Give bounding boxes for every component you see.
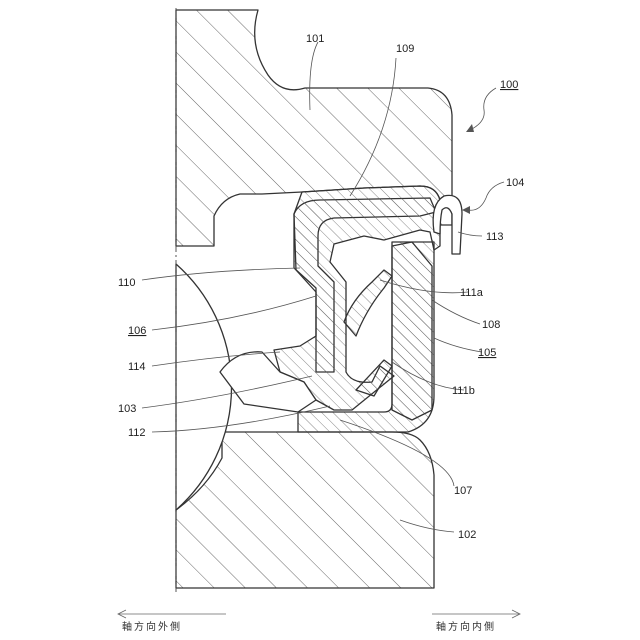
label-101: 101 [306, 33, 324, 45]
label-106: 106 [128, 325, 146, 337]
label-109: 109 [396, 43, 414, 55]
leader-100 [470, 88, 496, 130]
leader-108 [432, 300, 480, 324]
inner-direction-label: 軸方向内側 [436, 620, 496, 633]
label-108: 108 [482, 319, 500, 331]
label-107: 107 [454, 485, 472, 497]
arrow-100 [466, 124, 474, 132]
label-113: 113 [486, 231, 504, 243]
label-111a: 111a [460, 287, 484, 299]
label-104: 104 [506, 177, 524, 189]
label-105: 105 [478, 347, 496, 359]
label-111b: 111b [452, 385, 475, 397]
label-102: 102 [458, 529, 476, 541]
label-100: 100 [500, 79, 518, 91]
lip-111a [344, 270, 392, 336]
leader-110 [142, 268, 300, 280]
label-112: 112 [128, 427, 146, 439]
label-110: 110 [118, 277, 136, 289]
seal-member-108 [392, 242, 432, 420]
label-114: 114 [128, 361, 146, 373]
label-103: 103 [118, 403, 136, 415]
leader-105 [434, 338, 482, 352]
arrow-104 [462, 206, 470, 214]
leader-104 [468, 182, 504, 210]
outer-direction-label: 軸方向外側 [122, 620, 182, 633]
